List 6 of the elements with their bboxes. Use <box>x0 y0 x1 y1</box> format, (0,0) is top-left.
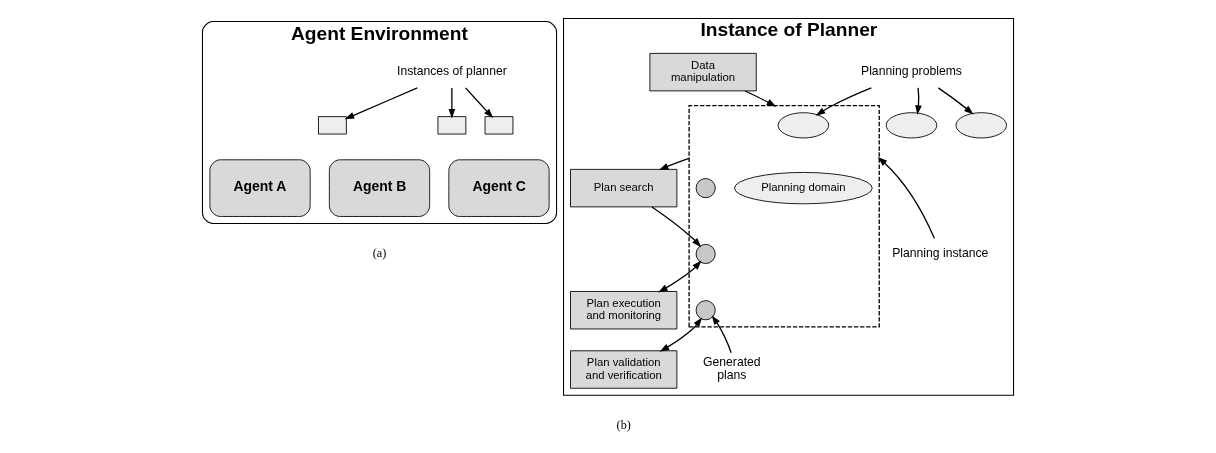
node-text: Planning problems <box>861 64 962 79</box>
label: (a) <box>372 246 387 261</box>
node-text: Generated plans <box>703 355 761 383</box>
node-text: Planning instance <box>892 246 989 261</box>
node-text: Instances of planner <box>397 64 507 79</box>
label: (b) <box>616 418 631 433</box>
